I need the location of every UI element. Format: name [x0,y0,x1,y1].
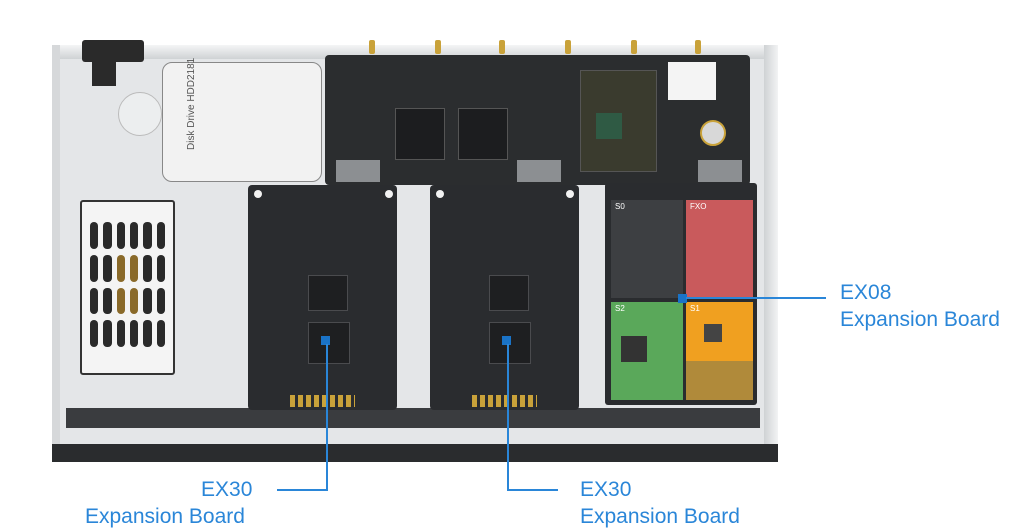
power-switch [92,62,116,86]
cpu-chip [596,113,622,139]
chassis-left-rim [52,45,60,445]
antenna-connector [369,40,375,54]
module-label: S1 [690,304,700,313]
callout-ex30-right-model: EX30 [580,478,632,501]
module-label: FXO [690,202,707,211]
fan-mount [118,92,162,136]
mount-hole [436,190,444,198]
ex08-module-s2: S2 [611,302,683,400]
mount-hole [254,190,262,198]
antenna-connector [631,40,637,54]
mount-hole [385,190,393,198]
callout-ex08-model: EX08 [840,281,892,304]
psu-vents [90,222,165,347]
cpu-module [580,70,657,172]
module-label: S0 [615,202,625,211]
antenna-connector [499,40,505,54]
battery [700,120,726,146]
callout-ex08-desc: Expansion Board [840,308,1000,331]
marker-ex30-right [502,336,511,345]
gold-contacts [290,395,355,407]
callout-line [686,297,826,299]
antenna-connector [565,40,571,54]
slot-connector [517,160,561,182]
ex08-module-fxo: FXO [686,200,753,298]
slot-connector [336,160,380,182]
ex08-module-s1: S1 [686,302,753,400]
mount-hole [566,190,574,198]
slot-connector [698,160,742,182]
antenna-connector [435,40,441,54]
ex30-chip [308,275,348,311]
callout-ex30-right-desc: Expansion Board [580,505,740,528]
callout-line [277,489,328,491]
callout-line [326,344,328,491]
gold-contacts [472,395,537,407]
module-label: S2 [615,304,625,313]
hard-disk-drive [162,62,322,182]
hdd-label: Disk Drive HDD2181 [186,57,197,150]
front-bezel [52,444,778,462]
marker-ex30-left [321,336,330,345]
modem-module [458,108,508,160]
chassis-right-rim [764,45,778,445]
ex08-module-s0: S0 [611,200,683,298]
callout-ex30-left-desc: Expansion Board [85,505,245,528]
ex30-chip [489,275,529,311]
callout-ex30-left-model: EX30 [201,478,253,501]
marker-ex08 [678,294,687,303]
callout-line [507,489,558,491]
front-panel-strip [66,408,760,428]
power-connector [82,40,144,62]
modem-module [395,108,445,160]
sim-slot [668,62,716,100]
antenna-connector [695,40,701,54]
callout-line [507,344,509,491]
